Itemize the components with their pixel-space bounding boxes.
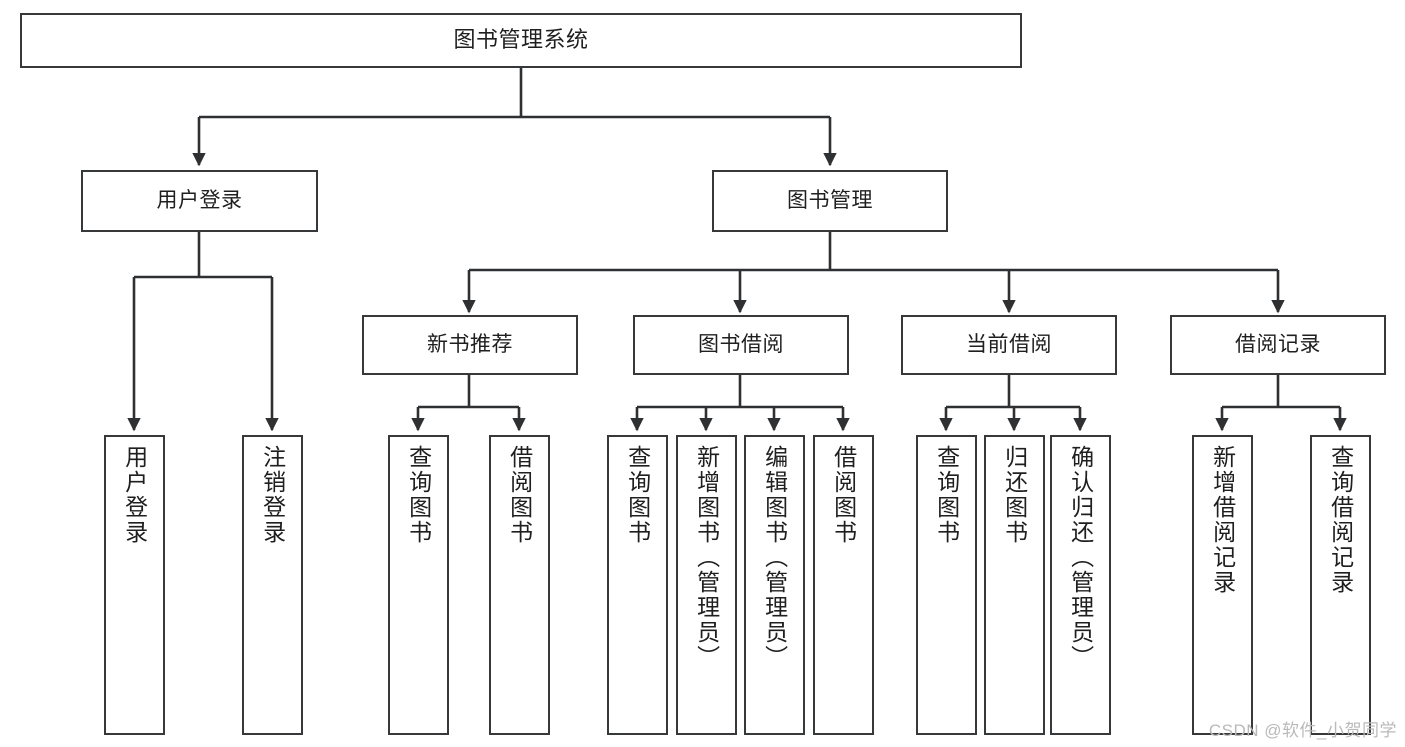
node-leaf-borrow-book-1-label: 借阅图书 — [506, 445, 533, 545]
node-new-book-rec[interactable]: 新书推荐 — [362, 315, 578, 375]
node-leaf-query-book-2-label: 查询图书 — [624, 445, 651, 545]
node-current-borrow[interactable]: 当前借阅 — [901, 315, 1117, 375]
node-leaf-user-login[interactable]: 用户登录 — [104, 435, 165, 735]
node-book-borrow[interactable]: 图书借阅 — [633, 315, 849, 375]
node-leaf-confirm-return-label: 确认归还（管理员） — [1067, 445, 1094, 670]
node-root[interactable]: 图书管理系统 — [20, 13, 1022, 68]
node-leaf-add-record[interactable]: 新增借阅记录 — [1192, 435, 1253, 735]
node-leaf-edit-book[interactable]: 编辑图书（管理员） — [744, 435, 805, 735]
node-leaf-borrow-book-2-label: 借阅图书 — [830, 445, 857, 545]
node-user-login-label: 用户登录 — [156, 189, 243, 213]
node-leaf-query-record[interactable]: 查询借阅记录 — [1310, 435, 1371, 735]
node-borrow-record[interactable]: 借阅记录 — [1170, 315, 1386, 375]
node-leaf-query-book-2[interactable]: 查询图书 — [607, 435, 668, 735]
node-leaf-logout-label: 注销登录 — [259, 445, 286, 545]
node-leaf-query-record-label: 查询借阅记录 — [1327, 445, 1354, 595]
node-current-borrow-label: 当前借阅 — [966, 333, 1052, 357]
node-leaf-borrow-book-2[interactable]: 借阅图书 — [813, 435, 874, 735]
node-leaf-add-book-label: 新增图书（管理员） — [693, 445, 720, 670]
node-leaf-confirm-return[interactable]: 确认归还（管理员） — [1050, 435, 1111, 735]
node-leaf-add-record-label: 新增借阅记录 — [1209, 445, 1236, 595]
node-book-manage-label: 图书管理 — [787, 189, 873, 213]
node-book-manage[interactable]: 图书管理 — [712, 170, 948, 232]
node-root-label: 图书管理系统 — [453, 27, 589, 53]
node-leaf-logout[interactable]: 注销登录 — [242, 435, 303, 735]
node-leaf-user-login-label: 用户登录 — [121, 445, 148, 545]
node-leaf-query-book-1[interactable]: 查询图书 — [388, 435, 449, 735]
node-leaf-return-book-label: 归还图书 — [1001, 445, 1028, 545]
node-new-book-rec-label: 新书推荐 — [427, 333, 513, 357]
node-borrow-record-label: 借阅记录 — [1235, 333, 1321, 357]
node-leaf-add-book[interactable]: 新增图书（管理员） — [676, 435, 737, 735]
node-user-login[interactable]: 用户登录 — [81, 170, 318, 232]
node-book-borrow-label: 图书借阅 — [698, 333, 784, 357]
node-leaf-borrow-book-1[interactable]: 借阅图书 — [489, 435, 550, 735]
node-leaf-query-book-3[interactable]: 查询图书 — [916, 435, 977, 735]
node-leaf-return-book[interactable]: 归还图书 — [984, 435, 1045, 735]
node-leaf-query-book-3-label: 查询图书 — [933, 445, 960, 545]
node-leaf-query-book-1-label: 查询图书 — [405, 445, 432, 545]
node-leaf-edit-book-label: 编辑图书（管理员） — [761, 445, 788, 670]
